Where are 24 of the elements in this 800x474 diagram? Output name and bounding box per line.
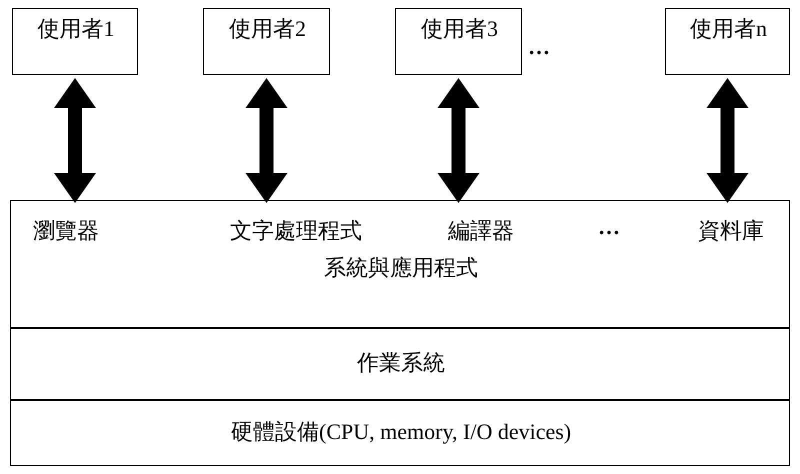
ellipsis-label: … [528,34,550,60]
layer-box [10,328,790,400]
program-label: 瀏覽器 [33,218,99,244]
layer-label: 作業系統 [357,350,445,376]
user-box [203,8,330,75]
ellipsis-label: … [598,214,620,240]
user-box [395,8,522,75]
user-label: 使用者2 [229,16,306,42]
user-box [665,8,790,75]
user-label: 使用者1 [38,16,114,42]
program-label: 文字處理程式 [230,218,362,244]
double-arrow [54,78,96,203]
layer-label: 系統與應用程式 [324,255,478,281]
double-arrow [438,78,480,203]
user-label: 使用者n [690,16,767,42]
double-arrow [246,78,288,203]
user-box [12,8,138,75]
program-label: 資料庫 [698,218,764,244]
layer-box [10,200,790,328]
double-arrow [706,78,748,203]
layer-box [10,400,790,466]
program-label: 編譯器 [448,218,514,244]
user-label: 使用者3 [421,16,498,42]
layer-label: 硬體設備(CPU, memory, I/O devices) [231,419,572,445]
